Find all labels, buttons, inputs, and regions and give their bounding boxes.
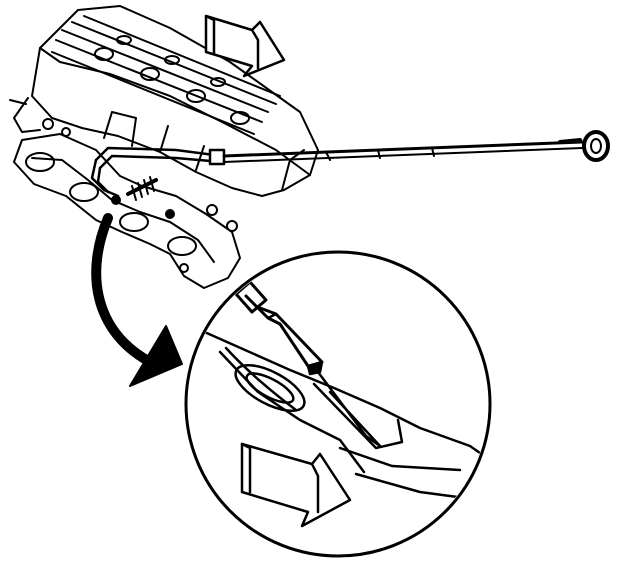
dipstick (222, 130, 610, 163)
detail-magnifier-circle (184, 250, 492, 558)
dipstick-tube (90, 146, 226, 198)
detail-pointer-arrow (91, 213, 183, 387)
direction-arrow (204, 14, 286, 78)
engine-cylinder-head (9, 5, 319, 197)
exhaust-manifold (13, 133, 241, 289)
